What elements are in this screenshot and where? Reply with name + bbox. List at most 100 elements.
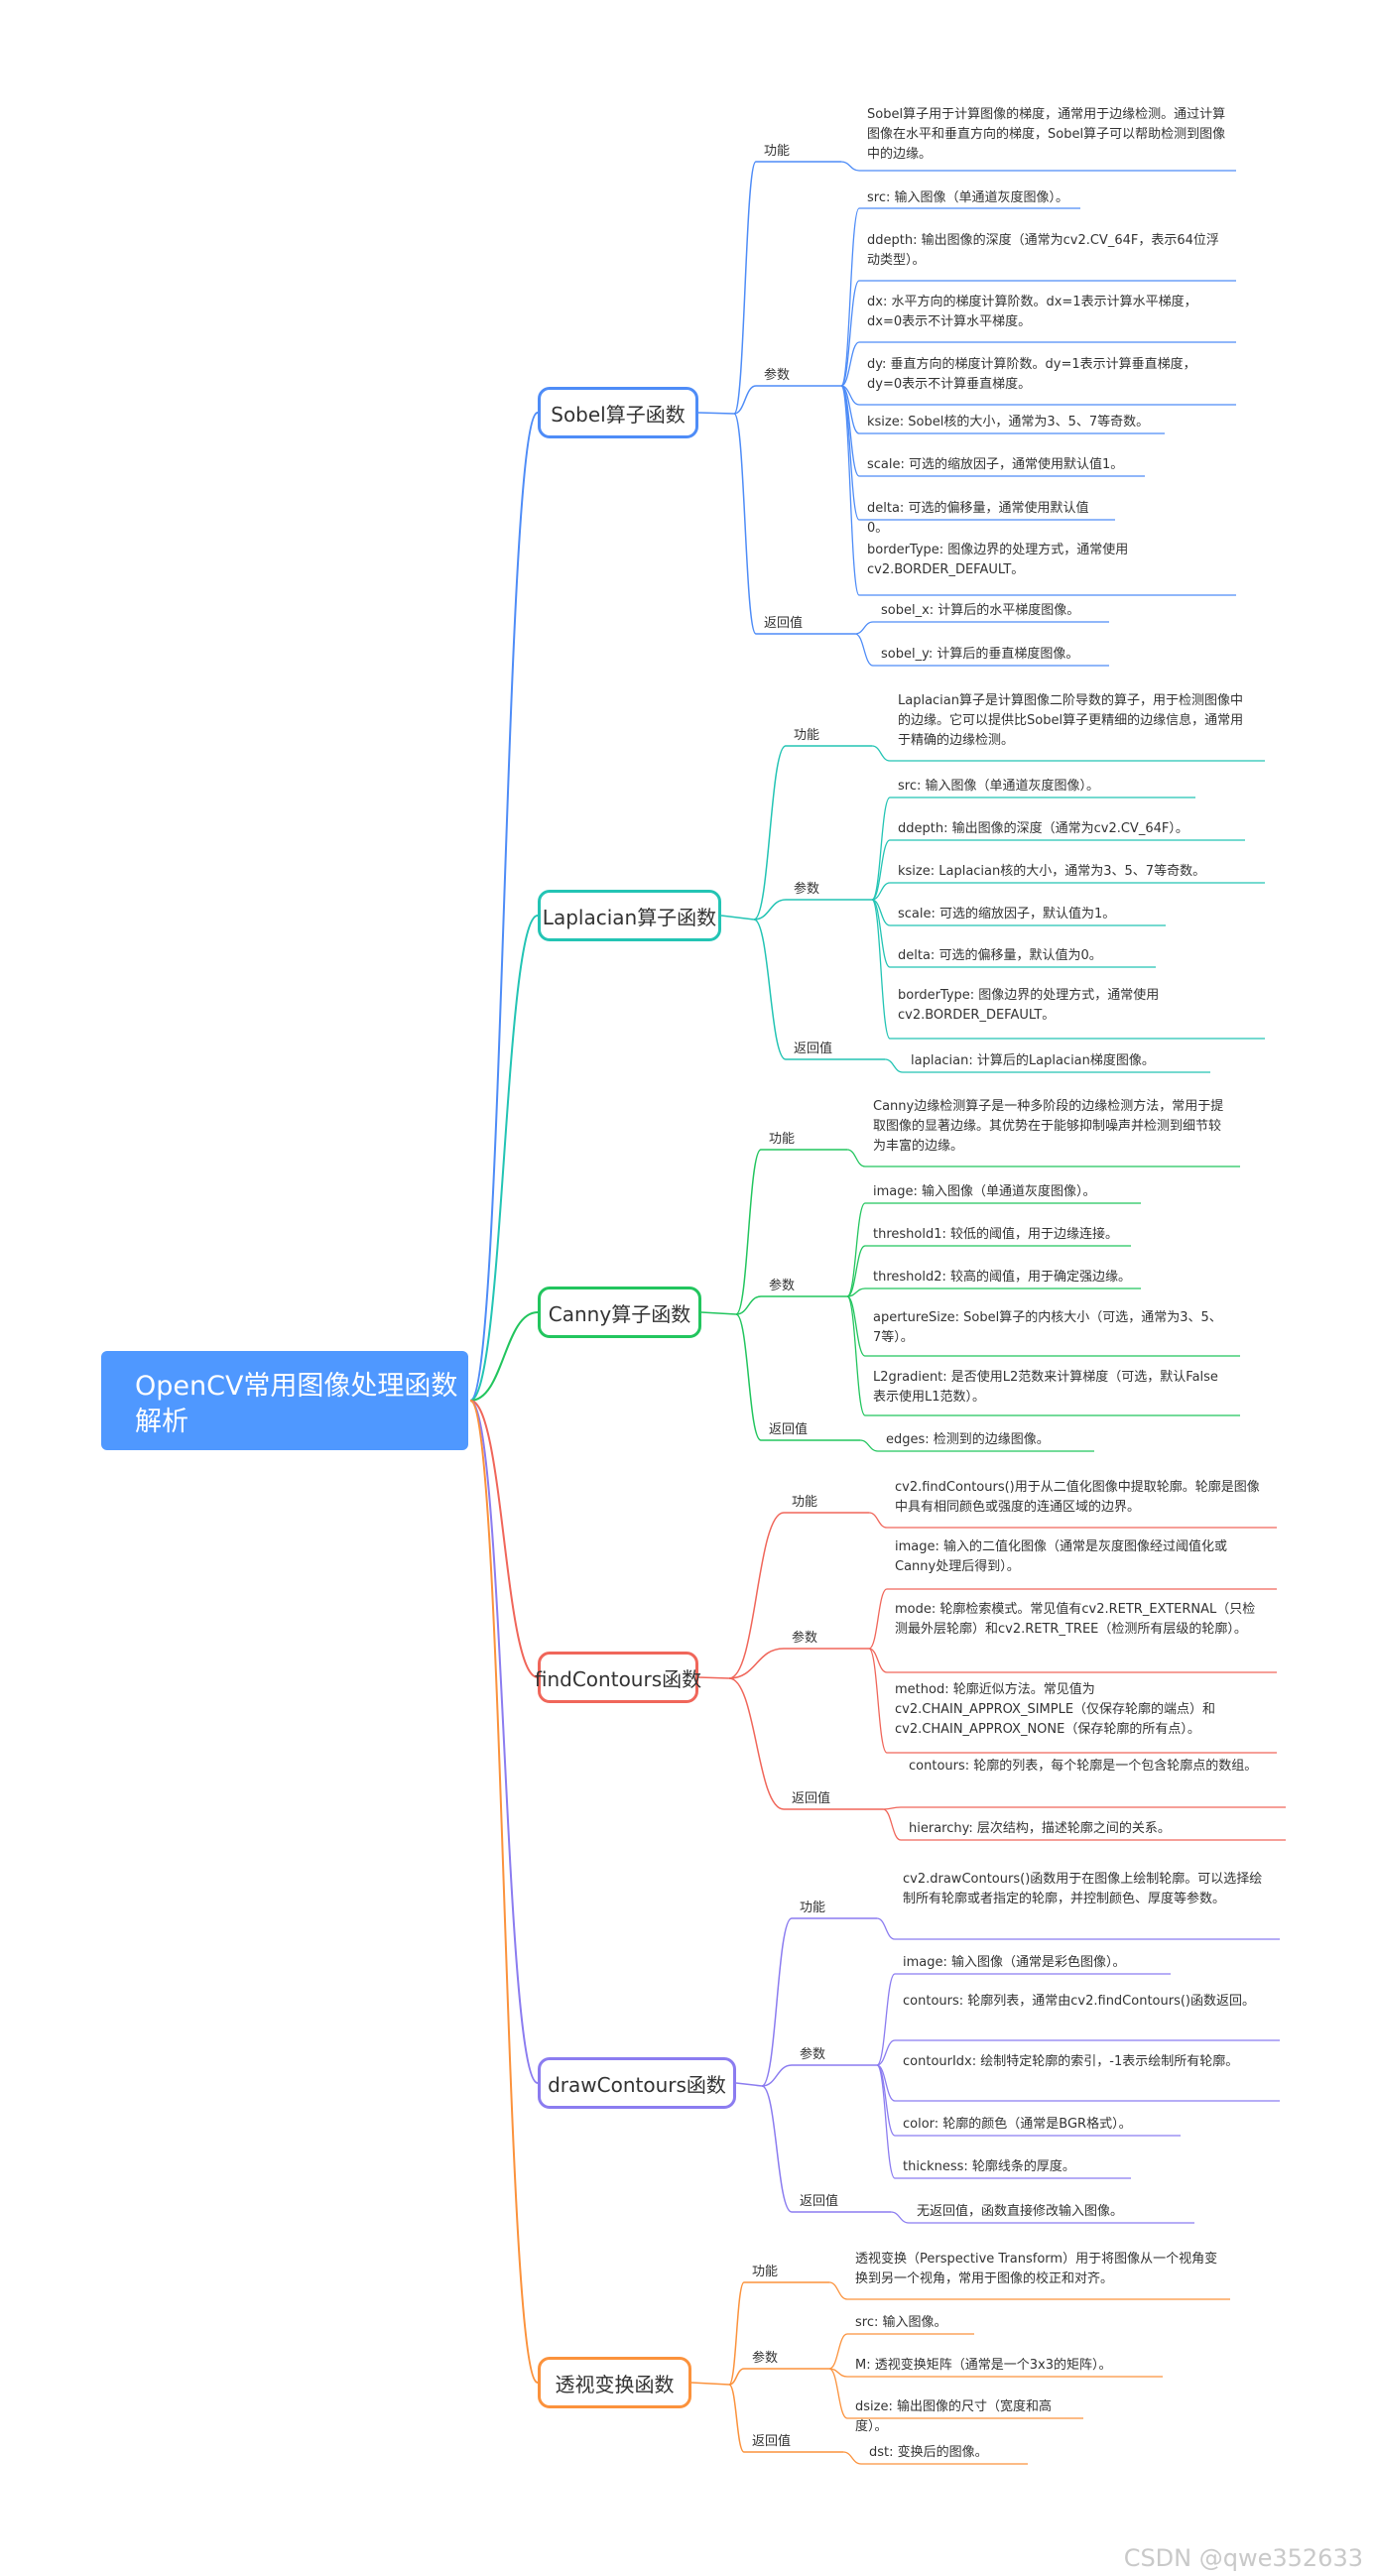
connector-line xyxy=(735,1295,762,1315)
connector-line xyxy=(761,2085,793,2213)
leaf-item: ksize: Sobel核的大小，通常为3、5、7等奇数。 xyxy=(867,415,1150,429)
leaf-item: image: 输入图像（单通道灰度图像）。 xyxy=(873,1184,1096,1199)
leaf-item: L2gradient: 是否使用L2范数来计算梯度（可选，默认False表示使用… xyxy=(873,1370,1218,1405)
connector-line xyxy=(890,2211,910,2224)
leaf-item: apertureSize: Sobel算子的内核大小（可选，通常为3、5、7等）… xyxy=(873,1310,1222,1345)
leaf-item: color: 轮廓的颜色（通常是BGR格式）。 xyxy=(903,2117,1132,2132)
branch-node[interactable]: findContours函数 xyxy=(534,1652,702,1703)
category-label: 返回值 xyxy=(794,1042,833,1056)
connector-line xyxy=(753,745,787,920)
leaf-item: thickness: 轮廓线条的厚度。 xyxy=(903,2159,1075,2174)
leaf-item: scale: 可选的缩放因子，通常使用默认值1。 xyxy=(867,457,1124,472)
branch-node[interactable]: 透视变换函数 xyxy=(538,2357,691,2408)
branch-label: Sobel算子函数 xyxy=(551,402,686,427)
root-node[interactable]: OpenCV常用图像处理函数解析 xyxy=(101,1351,468,1450)
leaf-item: M: 透视变换矩阵（通常是一个3x3的矩阵）。 xyxy=(855,2358,1112,2373)
connector-line xyxy=(761,1917,793,2087)
leaf-item: sobel_y: 计算后的垂直梯度图像。 xyxy=(881,647,1079,662)
category-label: 返回值 xyxy=(752,2434,792,2449)
connector-line xyxy=(871,839,891,901)
leaf-item: hierarchy: 层次结构，描述轮廓之间的关系。 xyxy=(909,1821,1171,1836)
connector-line xyxy=(868,1512,888,1529)
branch-label: findContours函数 xyxy=(534,1666,702,1691)
category-label: 参数 xyxy=(792,1631,818,1646)
category-label: 返回值 xyxy=(769,1422,809,1437)
connector-line xyxy=(469,1400,539,2084)
category-label: 返回值 xyxy=(764,616,804,631)
connector-line xyxy=(728,2281,745,2386)
connector-line xyxy=(700,1311,737,1315)
connector-line xyxy=(854,633,874,667)
connector-line xyxy=(469,915,539,1402)
branch-node[interactable]: Sobel算子函数 xyxy=(538,387,698,438)
connector-line xyxy=(728,1512,785,1679)
connector-line xyxy=(859,1439,879,1452)
connector-line xyxy=(753,899,787,920)
connector-line xyxy=(469,1400,539,2384)
leaf-item: cv2.drawContours()函数用于在图像上绘制轮廓。可以选择绘制所有轮… xyxy=(903,1872,1263,1906)
leaf-item: 无返回值，函数直接修改输入图像。 xyxy=(917,2204,1124,2219)
leaf-item: scale: 可选的缩放因子，默认值为1。 xyxy=(898,907,1116,921)
leaf-item: Sobel算子用于计算图像的梯度，通常用于边缘检测。通过计算图像在水平和垂直方向… xyxy=(867,107,1226,162)
connector-line xyxy=(842,2451,862,2465)
leaf-item: dsize: 输出图像的尺寸（宽度和高度）。 xyxy=(855,2399,1052,2434)
leaf-item: contours: 轮廓的列表，每个轮廓是一个包含轮廓点的数组。 xyxy=(909,1759,1258,1774)
leaf-item: dx: 水平方向的梯度计算阶数。dx=1表示计算水平梯度，dx=0表示不计算水平… xyxy=(867,295,1197,329)
branch-label: Laplacian算子函数 xyxy=(542,905,717,929)
connector-line xyxy=(828,2281,848,2300)
connector-line xyxy=(846,1202,866,1297)
connector-line xyxy=(761,2064,793,2087)
category-label: 返回值 xyxy=(792,1791,831,1806)
connector-line xyxy=(728,2384,745,2453)
connector-line xyxy=(868,1588,888,1650)
connector-line xyxy=(840,280,860,387)
connector-line xyxy=(876,1973,896,2066)
connector-line xyxy=(735,1149,762,1315)
connector-line xyxy=(868,1648,888,1754)
connector-line xyxy=(840,385,860,596)
connector-line xyxy=(469,1400,539,1678)
connector-line xyxy=(882,1806,902,1810)
connector-line xyxy=(871,899,891,1040)
branch-node[interactable]: Canny算子函数 xyxy=(538,1287,701,1338)
branch-node[interactable]: drawContours函数 xyxy=(538,2057,736,2109)
connector-line xyxy=(728,1648,785,1679)
leaf-item: edges: 检测到的边缘图像。 xyxy=(886,1432,1050,1447)
branch-label: drawContours函数 xyxy=(548,2072,726,2097)
category-label: 参数 xyxy=(800,2047,826,2062)
connector-line xyxy=(828,2333,848,2370)
connector-line xyxy=(876,2064,896,2179)
category-label: 功能 xyxy=(794,728,820,743)
connector-line xyxy=(728,2368,745,2386)
branch-node[interactable]: Laplacian算子函数 xyxy=(538,890,721,941)
category-label: 功能 xyxy=(792,1495,818,1510)
connector-line xyxy=(846,1288,866,1297)
leaf-item: ddepth: 输出图像的深度（通常为cv2.CV_64F）。 xyxy=(898,821,1188,836)
leaf-item: cv2.findContours()用于从二值化图像中提取轮廓。轮廓是图像中具有… xyxy=(895,1480,1260,1515)
leaf-item: Canny边缘检测算子是一种多阶段的边缘检测方法，常用于提取图像的显著边缘。其优… xyxy=(873,1099,1224,1154)
category-label: 功能 xyxy=(800,1901,826,1915)
connector-line xyxy=(871,882,891,901)
leaf-item: mode: 轮廓检索模式。常见值有cv2.RETR_EXTERNAL（只检测最外… xyxy=(895,1602,1256,1637)
leaf-item: borderType: 图像边界的处理方式，通常使用cv2.BORDER_DEF… xyxy=(898,988,1160,1023)
connector-line xyxy=(840,161,860,172)
leaf-item: contours: 轮廓列表，通常由cv2.findContours()函数返回… xyxy=(903,1994,1256,2009)
connector-line xyxy=(840,207,860,387)
connector-line xyxy=(868,1648,888,1673)
leaf-item: 透视变换（Perspective Transform）用于将图像从一个视角变换到… xyxy=(855,2252,1218,2286)
leaf-item: src: 输入图像。 xyxy=(855,2315,947,2330)
leaf-item: Laplacian算子是计算图像二阶导数的算子，用于检测图像中的边缘。它可以提供… xyxy=(898,693,1244,748)
leaf-item: sobel_x: 计算后的水平梯度图像。 xyxy=(881,603,1080,618)
leaf-item: laplacian: 计算后的Laplacian梯度图像。 xyxy=(911,1053,1155,1068)
connector-line xyxy=(469,1311,539,1402)
connector-line xyxy=(733,161,757,415)
leaf-item: threshold2: 较高的阈值，用于确定强边缘。 xyxy=(873,1270,1132,1285)
connector-line xyxy=(728,1677,785,1810)
connector-line xyxy=(846,1149,866,1167)
connector-line xyxy=(871,745,891,762)
connector-line xyxy=(690,2382,730,2386)
connector-line xyxy=(469,412,539,1402)
leaf-item: delta: 可选的偏移量，默认值为0。 xyxy=(898,948,1102,963)
category-label: 参数 xyxy=(769,1279,796,1293)
connector-line xyxy=(846,1295,866,1357)
